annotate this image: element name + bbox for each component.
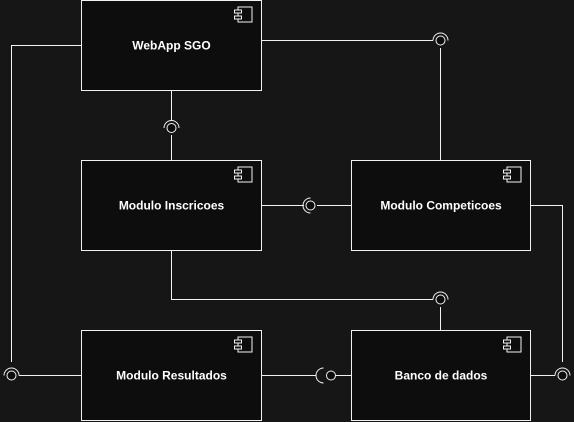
- component-box: [81, 160, 262, 251]
- interface-competicoes-top: [432, 32, 449, 46]
- component-resultados[interactable]: Modulo Resultados: [81, 330, 262, 421]
- socket-icon: [432, 291, 449, 300]
- uml-component-icon: [503, 166, 522, 183]
- component-label: Modulo Resultados: [116, 369, 227, 383]
- ball-icon: [435, 35, 446, 46]
- component-box: [351, 160, 531, 251]
- interface-banco-right: [554, 367, 571, 381]
- connector-inscricoes-banco: [171, 250, 433, 300]
- uml-component-icon: [503, 336, 522, 353]
- interface-banco-left: [315, 367, 336, 384]
- uml-component-icon: [234, 336, 253, 353]
- component-label: Modulo Competicoes: [380, 199, 502, 213]
- interface-resultados-left: [3, 367, 20, 381]
- socket-icon: [163, 120, 180, 129]
- component-inscricoes[interactable]: Modulo Inscricoes: [81, 160, 262, 251]
- component-label: WebApp SGO: [132, 39, 210, 53]
- ball-icon: [166, 123, 177, 133]
- socket-icon: [554, 367, 571, 376]
- ball-icon: [435, 294, 446, 305]
- interfaces: [3, 32, 571, 384]
- component-box: [81, 0, 262, 91]
- interface-competicoes-left: [302, 197, 316, 214]
- socket-icon: [302, 197, 311, 214]
- ball-icon: [6, 370, 17, 381]
- component-webapp[interactable]: WebApp SGO: [81, 0, 262, 91]
- ball-icon: [557, 370, 568, 381]
- interface-inscricoes-top: [163, 120, 180, 133]
- connector-competicoes-banco: [531, 205, 563, 362]
- component-label: Modulo Inscricoes: [119, 199, 225, 213]
- socket-icon: [432, 32, 449, 41]
- connector-webapp-resultados: [11, 45, 81, 362]
- ball-icon: [305, 200, 316, 211]
- socket-icon: [315, 367, 324, 384]
- component-box: [81, 330, 262, 421]
- socket-icon: [3, 367, 20, 376]
- interface-banco-top: [432, 291, 449, 305]
- component-competicoes[interactable]: Modulo Competicoes: [351, 160, 531, 251]
- component-label: Banco de dados: [395, 369, 488, 383]
- ball-icon: [326, 370, 336, 381]
- component-banco[interactable]: Banco de dados: [351, 330, 531, 421]
- component-box: [351, 330, 531, 421]
- uml-component-icon: [234, 166, 253, 183]
- uml-component-icon: [234, 6, 253, 23]
